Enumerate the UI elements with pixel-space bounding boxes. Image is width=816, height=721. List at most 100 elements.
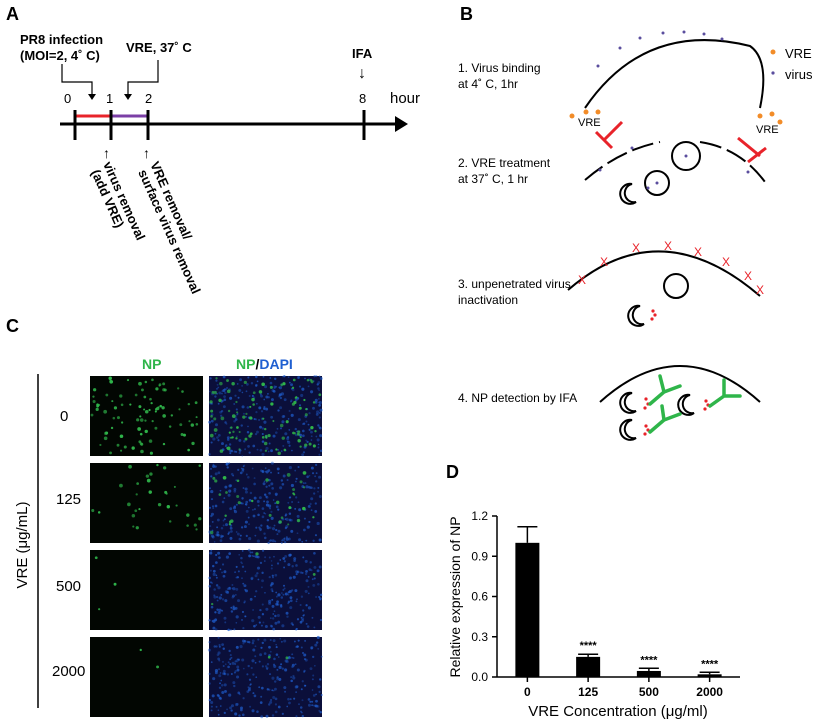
nucleus-4b — [677, 393, 695, 416]
nucleus-2 — [619, 182, 637, 205]
infection-arrowhead — [88, 94, 96, 100]
ifa-arrow-icon: ↓ — [358, 65, 366, 82]
micrograph-grid — [90, 375, 323, 719]
micrograph-125-np-dapi — [208, 461, 322, 545]
x-tick-label-2000: 2000 — [696, 685, 723, 699]
vre-connector — [127, 60, 159, 98]
legend-virus-label: virus — [785, 67, 813, 82]
x-mark-3: X — [632, 241, 640, 255]
cell-1-viruses — [596, 30, 724, 68]
inhibit-left — [602, 120, 624, 142]
row-label-2000: 2000 — [52, 663, 85, 680]
vre-cluster-right — [757, 111, 783, 125]
tick-label-2: 2 — [145, 91, 152, 106]
legend-vre-marker — [770, 49, 776, 55]
note-1-arrow-icon: ↑ — [103, 145, 110, 161]
column-header-np-dapi: NP/DAPI — [236, 356, 293, 372]
x-mark-6: X — [722, 255, 730, 269]
micrograph-0-np-dapi — [208, 375, 323, 457]
x-tick-label-0: 0 — [524, 685, 531, 699]
vre-tag-left: VRE — [578, 117, 601, 129]
nucleus-4c — [619, 418, 637, 441]
endosome-1 — [671, 141, 701, 171]
bar-125 — [576, 656, 601, 677]
bar-500 — [636, 670, 661, 677]
row-label-0: 0 — [60, 408, 68, 425]
row-axis-label: VRE (μg/mL) — [14, 502, 31, 589]
x-tick-label-500: 500 — [639, 685, 659, 699]
column-header-np: NP — [142, 356, 161, 372]
cell-1-membrane — [584, 39, 765, 109]
antibody-icons — [648, 374, 742, 434]
y-tick-label: 0.3 — [471, 630, 488, 644]
vre-arrowhead — [124, 94, 132, 100]
cell-2-viruses — [598, 146, 750, 190]
header-np: NP — [236, 356, 255, 372]
significance-label-500: **** — [640, 654, 658, 666]
x-mark-1: X — [578, 273, 586, 287]
vre-cluster-left — [569, 109, 601, 119]
micrograph-2000-np — [90, 637, 203, 717]
header-dapi: DAPI — [259, 356, 292, 372]
micrograph-2000-np-dapi — [207, 635, 323, 719]
step-1-line-1: 1. Virus binding — [458, 61, 541, 75]
step-2-line-2: at 37˚ C, 1 hr — [458, 172, 528, 186]
step-3-line-2: inactivation — [458, 293, 518, 307]
bar-2000 — [697, 674, 722, 677]
step-3-line-1: 3. unpenetrated virus — [458, 277, 571, 291]
panel-c-letter: C — [6, 316, 19, 336]
panel-a-letter: A — [6, 4, 19, 24]
infection-connector — [61, 64, 93, 98]
timeline-arrow-icon — [395, 116, 408, 132]
x-mark-5: X — [694, 245, 702, 259]
endosome-2 — [644, 170, 670, 196]
tick-label-8: 8 — [359, 91, 366, 106]
y-tick-label: 0.9 — [471, 549, 488, 563]
cell-3-membrane — [567, 250, 761, 297]
inhibit-right-bar — [747, 146, 767, 164]
step-1-line-2: at 4˚ C, 1hr — [458, 77, 518, 91]
micrograph-125-np — [90, 463, 203, 543]
vrna-3 — [650, 309, 657, 321]
tick-label-0: 0 — [64, 91, 71, 106]
infection-label-2: (MOI=2, 4˚ C) — [20, 48, 100, 63]
y-tick-label: 0.0 — [471, 670, 488, 684]
svg-text:NP/DAPI: NP/DAPI — [236, 356, 293, 372]
nucleus-4a — [619, 391, 637, 414]
bar-0 — [515, 542, 540, 677]
header-sep: / — [255, 356, 259, 372]
chart-x-axis-label: VRE Concentration (μg/ml) — [528, 703, 708, 720]
cell-2-membrane-left — [584, 141, 661, 181]
x-tick-label-125: 125 — [578, 685, 598, 699]
vre-tag-right: VRE — [756, 124, 779, 136]
cell-4-membrane — [599, 365, 761, 403]
x-mark-8: X — [756, 283, 764, 297]
panel-b-letter: B — [460, 4, 473, 24]
inactivation-marks: X X X X X X X X — [578, 239, 764, 297]
endosome-3 — [663, 273, 689, 299]
tick-label-1: 1 — [106, 91, 113, 106]
y-tick-label: 1.2 — [471, 509, 488, 523]
ifa-label: IFA — [352, 46, 373, 61]
x-mark-7: X — [744, 269, 752, 283]
x-mark-4: X — [664, 239, 672, 253]
micrograph-500-np-dapi — [208, 548, 323, 632]
vre-condition-label: VRE, 37˚ C — [126, 40, 192, 55]
legend-vre-label: VRE — [785, 46, 812, 61]
note-2-arrow-icon: ↑ — [143, 145, 150, 161]
step-4-line-1: 4. NP detection by IFA — [458, 391, 577, 405]
nucleus-3 — [627, 304, 645, 327]
inhibit-left-bar — [594, 130, 614, 150]
significance-label-125: **** — [580, 640, 598, 652]
legend-virus-marker — [771, 71, 775, 75]
row-label-500: 500 — [56, 578, 81, 595]
panel-d-letter: D — [446, 462, 459, 482]
significance-label-2000: **** — [701, 658, 719, 670]
inhibit-right — [737, 136, 761, 158]
row-label-125: 125 — [56, 491, 81, 508]
bar-chart: 0.0 0.3 0.6 0.9 1.2 0 125 **** 500 **** 2000 **** — [471, 509, 740, 699]
infection-label-1: PR8 infection — [20, 32, 103, 47]
y-tick-label: 0.6 — [471, 590, 488, 604]
time-axis-unit: hour — [390, 90, 420, 107]
